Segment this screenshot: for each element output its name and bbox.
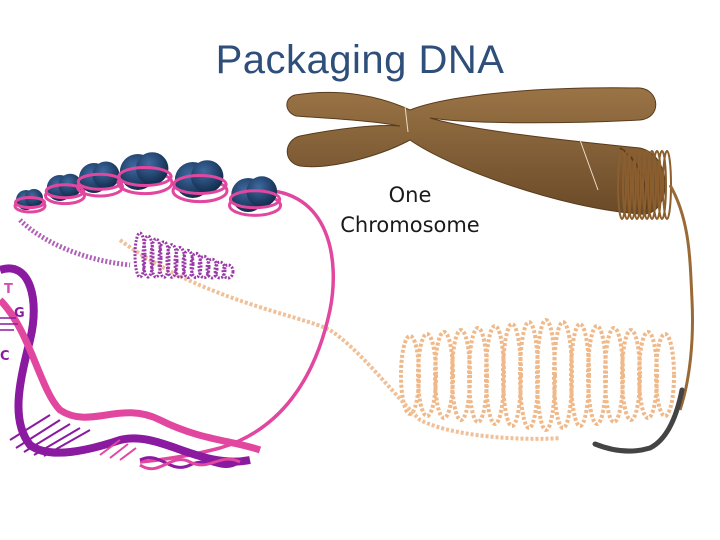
nucleosome [13,189,47,214]
nucleosome [76,161,124,198]
base-letter-t: T [4,282,13,297]
coil-loop [637,150,647,220]
coil-turn [181,248,195,280]
coil-turn [157,240,171,279]
base-letter-g: G [14,306,25,321]
coil-loop [632,150,642,220]
chromosome-label-line2: Chromosome [340,213,480,237]
slide-title: Packaging DNA [215,38,505,82]
chromatin-loop [603,326,625,424]
nucleosome [171,160,229,204]
chromatin-loop [586,324,608,426]
chromatin-loop [535,318,557,432]
coil-turn [141,234,155,279]
chromosome-coils [617,150,672,220]
coil-loop [642,150,652,220]
beads-strand [18,218,131,268]
coil-turn [197,254,211,280]
coil-loop [647,150,657,220]
chromatin-loop [518,320,540,430]
chromosome-label: One Chromosome [340,180,480,240]
coil-loop [622,150,632,220]
coil-turn [165,243,179,279]
coil-turn [133,231,147,279]
coil-loop [652,150,662,220]
nucleosome [44,173,86,206]
chromatin-loop [433,330,455,420]
base-letter-c: C [0,349,10,364]
coil-loop [617,150,627,220]
coil-loop [627,150,637,220]
looped-chromatin [399,318,676,432]
coil-loop [657,150,667,220]
chromatin-loop [654,332,676,418]
nucleosome [228,176,282,217]
nucleosome [116,152,174,196]
coil-turn [189,251,203,280]
coil-turn [173,246,187,279]
shadow-edge [592,387,685,454]
coil-turn [205,257,219,280]
chromatin-loop [501,322,523,428]
coil-turn [149,237,163,279]
coil-turn [213,260,227,280]
scaffold-fiber [668,184,694,411]
double-helix [0,264,262,471]
chromatin-strand [118,238,561,441]
solenoid-fiber [133,231,235,280]
chromatin-loop [450,328,472,422]
nucleosomes [13,152,282,217]
chromosome-label-line1: One [388,183,432,207]
coil-turn [221,263,235,280]
